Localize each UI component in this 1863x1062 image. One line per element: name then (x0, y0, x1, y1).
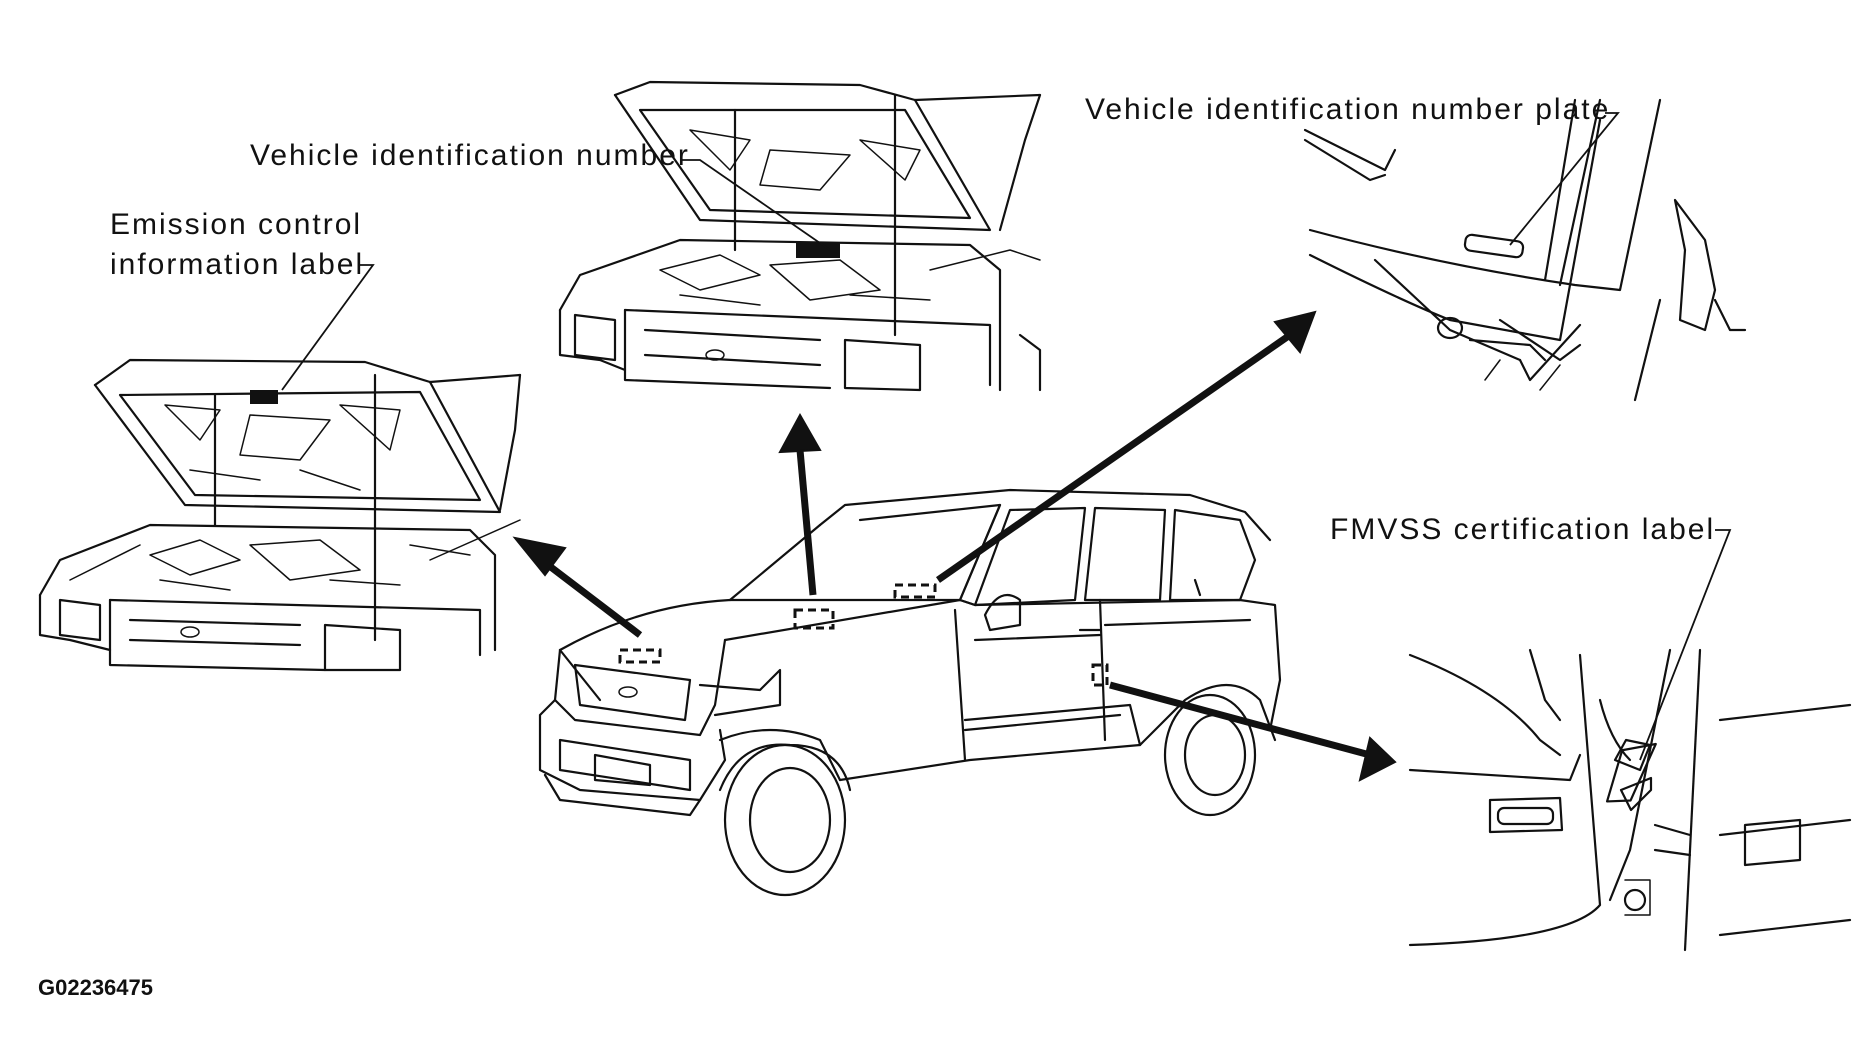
arrow-to-emission-view (512, 536, 643, 638)
arrow-to-vin-view (778, 412, 822, 596)
engine-bay-illustration-vin (558, 80, 1042, 392)
label-emission-control-line1: Emission control (110, 208, 363, 241)
leader-vin-plate (1509, 112, 1620, 246)
arrow-to-vin-plate-view (936, 310, 1317, 583)
label-vin-plate: Vehicle identification number plate (1085, 93, 1611, 126)
leader-fmvss (1639, 529, 1732, 761)
suv-main-illustration (538, 488, 1282, 897)
label-emission-control-line2: information label (110, 248, 365, 281)
label-fmvss-certification: FMVSS certification label (1330, 513, 1716, 546)
label-vehicle-identification-number: Vehicle identification number (250, 139, 690, 172)
figure-id: G02236475 (38, 975, 153, 1000)
arrow-to-fmvss-view (1109, 681, 1397, 782)
leader-emission (281, 264, 375, 391)
leader-vin (680, 159, 831, 251)
windshield-vin-plate-illustration (1303, 98, 1747, 402)
engine-bay-illustration-emission (38, 358, 522, 672)
door-jamb-fmvss-illustration (1408, 648, 1852, 952)
